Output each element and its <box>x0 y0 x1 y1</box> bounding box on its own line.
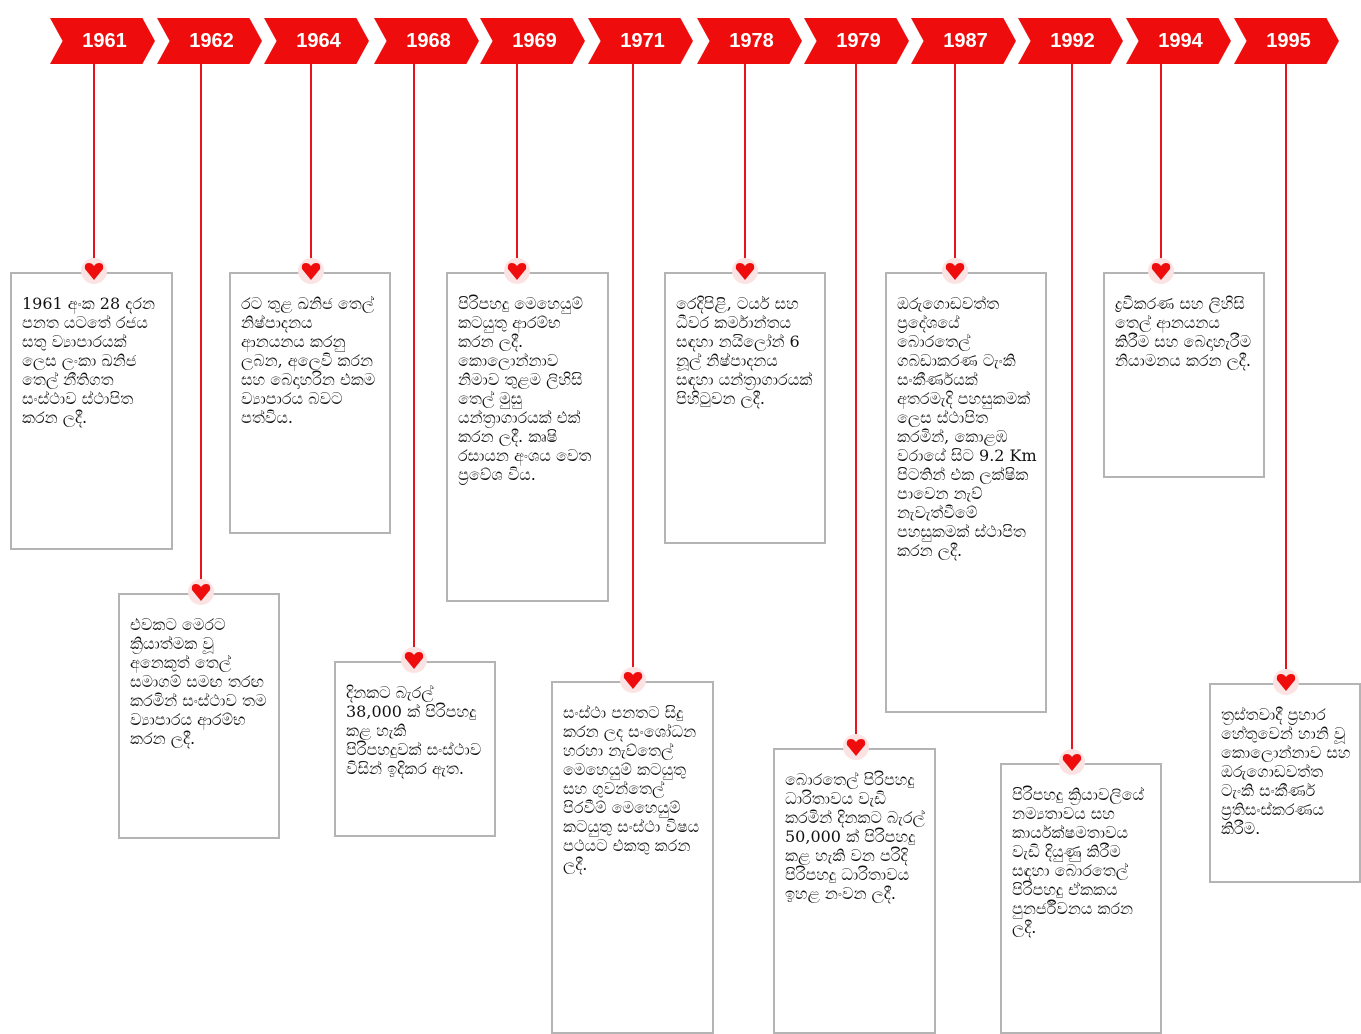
heart-icon <box>503 257 531 285</box>
event-text: ඔරුගොඩවත්ත ප්‍රදේශයේ බොරතෙල් ගබඩාකරණ ටැං… <box>897 294 1037 560</box>
year-label: 1961 <box>82 29 127 52</box>
event-card-1978: රෙදිපිළි, ටයර් සහ ධීවර කර්මාන්තය සඳහා නය… <box>664 272 826 544</box>
event-text: බොරතෙල් පිරිපහදු ධාරිතාවය වැඩි කරමින් දි… <box>785 770 925 903</box>
connector-line <box>516 64 518 264</box>
year-chevron-1962: 1962 <box>157 18 262 64</box>
event-card-1992: පිරිපහදු ක්‍රියාවලියේ නම්‍යතාවය සහ කාර්ය… <box>1000 763 1162 1034</box>
connector-line <box>855 64 857 740</box>
connector-line <box>93 64 95 264</box>
year-label: 1992 <box>1050 29 1095 52</box>
event-text: රට තුළ ඛනිජ තෙල් නිෂ්පාදනය ආනයනය කරනු ලබ… <box>241 294 376 427</box>
event-text: පිරිපහදු මෙහෙයුම් කටයුතු ආරම්භ කරන ලදී. … <box>458 294 592 484</box>
heart-icon <box>1272 668 1300 696</box>
connector-line <box>1285 64 1287 675</box>
year-label: 1964 <box>296 29 341 52</box>
event-text: සංස්ථා පනතට සිදු කරන ලද සංශෝධන හරහා නැව්… <box>563 703 700 874</box>
event-card-1995: ත්‍රස්තවාදී ප්‍රහාර හේතුවෙන් හානි වූ කොල… <box>1209 683 1361 883</box>
year-label: 1987 <box>943 29 988 52</box>
year-chevron-1995: 1995 <box>1234 18 1339 64</box>
connector-line <box>744 64 746 264</box>
year-label: 1971 <box>620 29 665 52</box>
year-chevron-1969: 1969 <box>480 18 585 64</box>
year-chevron-1971: 1971 <box>588 18 693 64</box>
year-label: 1968 <box>406 29 451 52</box>
connector-line <box>1160 64 1162 264</box>
event-card-1961: 1961 අංක 28 දරන පනත යටතේ රජය සතු ව්‍යාපා… <box>10 272 173 550</box>
event-card-1968: දිනකට බැරල් 38,000 ක් පිරිපහදු කළ හැකි ප… <box>334 661 496 837</box>
year-chevron-1994: 1994 <box>1126 18 1231 64</box>
year-chevron-1992: 1992 <box>1018 18 1123 64</box>
heart-icon <box>400 646 428 674</box>
event-text: ත්‍රස්තවාදී ප්‍රහාර හේතුවෙන් හානි වූ කොල… <box>1221 705 1351 838</box>
event-text: ද්‍රවීකරණ සහ ලිහිසි තෙල් ආනයනය කිරීම සහ … <box>1115 294 1252 370</box>
year-label: 1979 <box>836 29 881 52</box>
year-chevron-1968: 1968 <box>374 18 479 64</box>
connector-line <box>954 64 956 264</box>
heart-icon <box>941 257 969 285</box>
event-text: පිරිපහදු ක්‍රියාවලියේ නම්‍යතාවය සහ කාර්ය… <box>1012 785 1144 937</box>
year-chevron-1964: 1964 <box>264 18 369 64</box>
event-card-1969: පිරිපහදු මෙහෙයුම් කටයුතු ආරම්භ කරන ලදී. … <box>446 272 609 602</box>
heart-icon <box>619 666 647 694</box>
year-chevron-1961: 1961 <box>50 18 155 64</box>
heart-icon <box>842 733 870 761</box>
event-card-1962: එවකට මෙරට ක්‍රියාත්මක වූ අනෙකුත් තෙල් සම… <box>118 593 280 839</box>
connector-line <box>413 64 415 653</box>
heart-icon <box>1058 748 1086 776</box>
event-card-1994: ද්‍රවීකරණ සහ ලිහිසි තෙල් ආනයනය කිරීම සහ … <box>1103 272 1265 478</box>
year-label: 1995 <box>1266 29 1311 52</box>
event-card-1987: ඔරුගොඩවත්ත ප්‍රදේශයේ බොරතෙල් ගබඩාකරණ ටැං… <box>885 272 1047 713</box>
event-card-1971: සංස්ථා පනතට සිදු කරන ලද සංශෝධන හරහා නැව්… <box>551 681 714 1034</box>
year-label: 1994 <box>1158 29 1203 52</box>
year-chevron-1987: 1987 <box>911 18 1016 64</box>
heart-icon <box>1147 257 1175 285</box>
connector-line <box>632 64 634 673</box>
heart-icon <box>187 578 215 606</box>
year-chevron-1978: 1978 <box>697 18 802 64</box>
year-label: 1969 <box>512 29 557 52</box>
connector-line <box>1071 64 1073 755</box>
event-text: එවකට මෙරට ක්‍රියාත්මක වූ අනෙකුත් තෙල් සම… <box>130 615 267 748</box>
year-label: 1962 <box>189 29 234 52</box>
event-text: රෙදිපිළි, ටයර් සහ ධීවර කර්මාන්තය සඳහා නය… <box>676 294 813 408</box>
event-text: දිනකට බැරල් 38,000 ක් පිරිපහදු කළ හැකි ප… <box>346 683 482 778</box>
year-label: 1978 <box>729 29 774 52</box>
year-chevron-1979: 1979 <box>804 18 909 64</box>
connector-line <box>200 64 202 585</box>
event-card-1979: බොරතෙල් පිරිපහදු ධාරිතාවය වැඩි කරමින් දි… <box>773 748 936 1034</box>
connector-line <box>310 64 312 264</box>
heart-icon <box>297 257 325 285</box>
event-card-1964: රට තුළ ඛනිජ තෙල් නිෂ්පාදනය ආනයනය කරනු ලබ… <box>229 272 391 534</box>
event-text: 1961 අංක 28 දරන පනත යටතේ රජය සතු ව්‍යාපා… <box>22 294 156 427</box>
heart-icon <box>80 257 108 285</box>
heart-icon <box>731 257 759 285</box>
